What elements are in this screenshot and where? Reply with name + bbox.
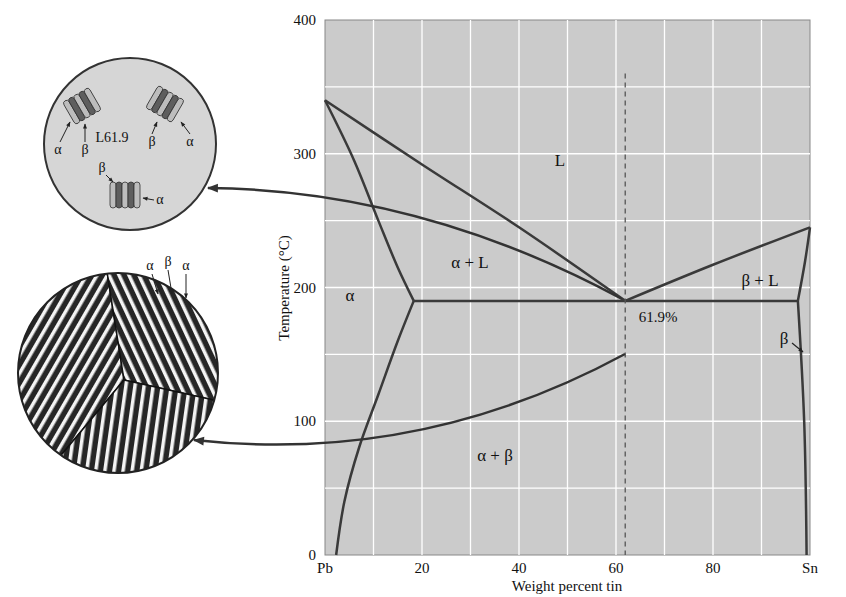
leader-line (792, 343, 803, 352)
phase-label: α (54, 143, 61, 157)
axis-title: Temperature (°C) (277, 235, 292, 340)
lamellar-nucleus (63, 87, 102, 125)
phase-label: α (186, 135, 193, 149)
phase-boundary (414, 300, 798, 303)
phase-boundary (325, 100, 625, 301)
phase-label: α (182, 259, 189, 273)
axis-tick: 0 (309, 548, 317, 563)
leader-line (181, 122, 190, 134)
microstructure-inset: αβα (16, 250, 222, 476)
region-label: β + L (741, 272, 778, 289)
pointer-arrow (194, 354, 625, 445)
phase-label: β (98, 161, 105, 175)
grid-line (325, 86, 810, 87)
region-label: L (555, 152, 565, 169)
leader-line (168, 270, 172, 294)
liquid-inset: α β L61.9 β α β α (40, 54, 220, 234)
axis-tick: 100 (294, 414, 317, 429)
inset-outline (16, 250, 222, 476)
grid (325, 20, 810, 555)
axis-tick: 40 (512, 561, 527, 576)
axis-title: Weight percent tin (512, 579, 622, 594)
grid-line (325, 287, 810, 288)
axis-tick: 80 (706, 561, 721, 576)
grid-line (325, 354, 810, 355)
phase-boundary (798, 227, 810, 301)
axis-tick: 60 (609, 561, 624, 576)
leader-line (143, 198, 154, 200)
inset-circle (44, 58, 216, 230)
composition-label: 61.9% (639, 310, 678, 325)
plot-area (325, 20, 810, 555)
phase-label: β (164, 255, 171, 269)
region-label: α + β (477, 447, 513, 464)
axis-tick: 20 (415, 561, 430, 576)
phase-label: L61.9 (95, 131, 128, 145)
region-label: β (780, 330, 789, 347)
axis-tick: Sn (802, 561, 818, 576)
leader-line (85, 124, 86, 142)
grid-line (325, 153, 810, 154)
phase-boundary (798, 301, 807, 555)
axis-tick: Pb (317, 561, 333, 576)
leader-line (186, 274, 187, 298)
axis-tick: 200 (294, 280, 317, 295)
pointer-arrow (208, 188, 622, 299)
phase-label: α (156, 193, 163, 207)
region-label: α + L (451, 254, 488, 271)
eutectic-grain (32, 380, 222, 476)
axis-tick: 400 (294, 13, 317, 28)
eutectic-composition-line (625, 74, 626, 556)
phase-boundary (625, 227, 810, 301)
region-label: α (346, 287, 355, 304)
grid-line (325, 487, 810, 488)
leader-line (106, 175, 113, 182)
inset-circle (18, 273, 218, 473)
phase-label: α (146, 259, 153, 273)
grid-line (325, 220, 810, 221)
phase-label: β (81, 143, 88, 157)
phase-boundary (336, 301, 414, 555)
leader-line (152, 122, 157, 134)
lamellar-nucleus (110, 182, 140, 208)
grid-line (325, 421, 810, 422)
lamellar-nucleus (146, 85, 185, 123)
axis-tick: 300 (294, 146, 317, 161)
leader-line (60, 122, 70, 142)
leader-line (152, 274, 158, 294)
phase-label: β (148, 135, 155, 149)
